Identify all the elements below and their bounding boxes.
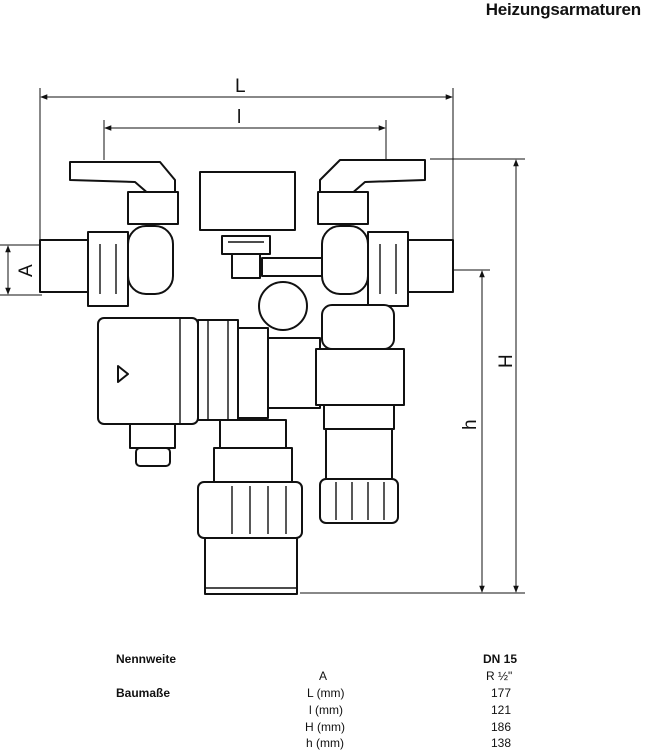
dim-label-A: A [16, 264, 37, 277]
spec-label-H: H (mm) [305, 720, 345, 734]
valve-details [99, 241, 397, 589]
valve-technical-drawing: L l A H h [0, 76, 525, 595]
spec-label-A: A [319, 669, 328, 683]
spec-value-h: 138 [491, 736, 512, 750]
dim-label-l: l [237, 107, 241, 128]
dim-label-h: h [460, 419, 481, 430]
dim-label-H: H [496, 354, 517, 368]
spec-value-H: 186 [491, 720, 512, 734]
spec-value-l: 121 [491, 703, 512, 717]
page-title: Heizungsarmaturen [485, 0, 642, 19]
spec-label-L: L (mm) [307, 686, 345, 700]
specs-table: Nennweite DN 15 A R ½" Baumaße L (mm) 17… [0, 650, 645, 750]
spec-label-l: l (mm) [309, 703, 343, 717]
group-label: Baumaße [116, 686, 171, 700]
valve-illustration [39, 159, 454, 595]
spec-value-A: R ½" [486, 669, 513, 683]
spec-label-h: h (mm) [306, 736, 344, 750]
spec-value-L: 177 [491, 686, 512, 700]
nominal-label: Nennweite [116, 652, 177, 666]
dim-label-L: L [235, 76, 246, 97]
nominal-value: DN 15 [483, 652, 518, 666]
